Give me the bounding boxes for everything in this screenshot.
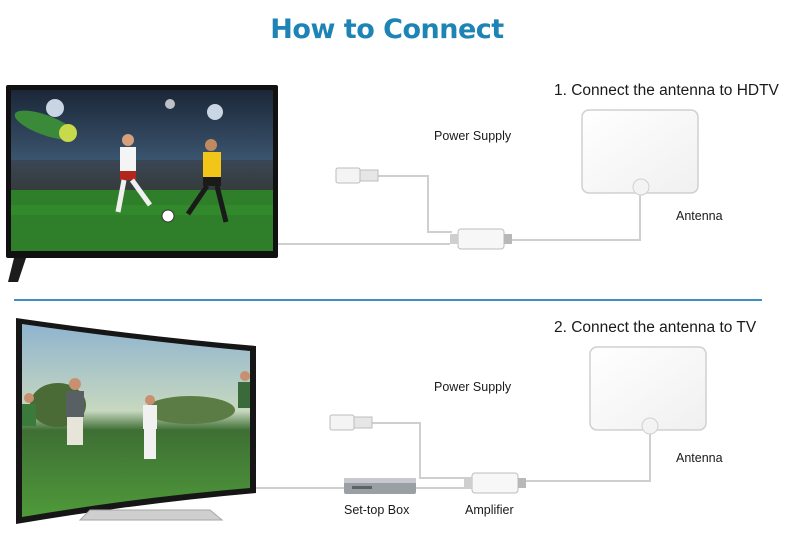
section1-cables <box>278 175 641 245</box>
usb-plug-icon <box>329 414 373 431</box>
curved-tv <box>16 318 256 524</box>
amplifier-box <box>450 228 512 250</box>
usb-plug-icon <box>335 167 379 184</box>
antenna-pad <box>581 109 699 196</box>
antenna-label: Antenna <box>676 209 723 223</box>
power-supply-label: Power Supply <box>434 129 512 143</box>
power-supply-label: Power Supply <box>434 380 512 394</box>
page-title: How to Connect <box>270 14 504 45</box>
antenna-label: Antenna <box>676 451 723 465</box>
section2-cables <box>256 422 651 489</box>
set-top-box-label: Set-top Box <box>344 503 410 517</box>
amplifier-label: Amplifier <box>465 503 514 517</box>
hdtv-monitor <box>6 85 278 282</box>
section-divider <box>14 299 762 301</box>
step-2-heading: 2. Connect the antenna to TV <box>554 319 757 336</box>
antenna-pad <box>589 346 707 435</box>
set-top-box <box>344 478 416 494</box>
step-1-heading: 1. Connect the antenna to HDTV <box>554 82 779 99</box>
amplifier-box <box>464 472 526 494</box>
